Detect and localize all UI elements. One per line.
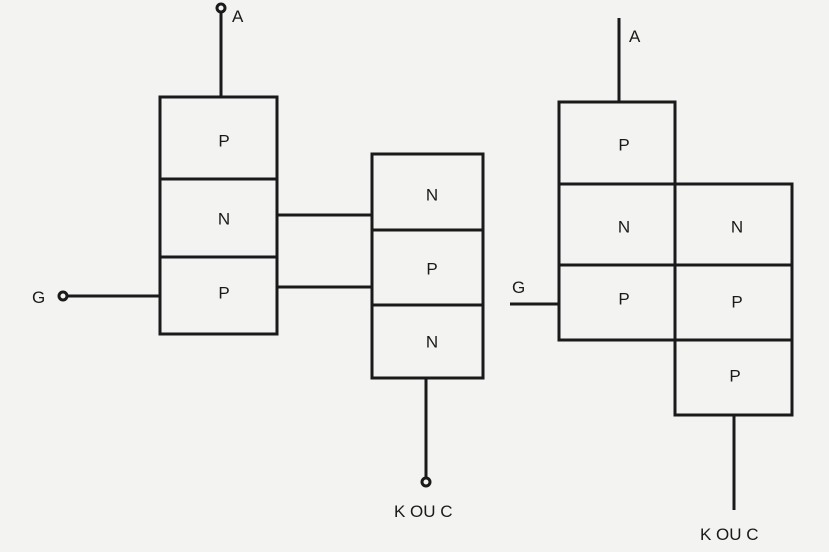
- right-anode-label: A: [629, 27, 641, 46]
- right-column: N P P: [673, 182, 794, 417]
- t1-layer-1-label: P: [218, 131, 229, 150]
- t2-layer-2-label: P: [426, 259, 437, 278]
- left-column-bottom: [557, 263, 677, 342]
- left-cathode-label: K OU C: [394, 502, 453, 521]
- right-column-layer-1-label: N: [731, 217, 743, 236]
- left-column-layer-2-label: N: [618, 217, 630, 236]
- t1-layer-3-label: P: [218, 283, 229, 302]
- t2-layer-1-label: N: [426, 185, 438, 204]
- two-transistor-equivalent: A P N P G N P N K OU C: [32, 2, 485, 521]
- left-column-layer-3-label: P: [618, 289, 629, 308]
- left-anode-label: A: [232, 7, 244, 26]
- right-column-layer-2-label: P: [731, 292, 742, 311]
- left-cathode-terminal: [420, 476, 432, 488]
- t1-layer-2-label: N: [218, 209, 230, 228]
- left-column: P N P: [557, 100, 677, 342]
- transistor-2-npn: N P N: [370, 152, 485, 380]
- transistor-1-pnp: P N P: [158, 95, 279, 336]
- left-gate-terminal: [57, 290, 69, 302]
- left-anode-terminal: [215, 2, 227, 14]
- left-column-top: [557, 100, 677, 186]
- left-column-layer-1-label: P: [618, 135, 629, 154]
- right-gate-label: G: [512, 278, 525, 297]
- right-column-layer-3-label: P: [729, 366, 740, 385]
- right-cathode-label: K OU C: [700, 525, 759, 544]
- four-layer-structure: A P N P N P P G K OU C: [510, 18, 794, 544]
- left-gate-label: G: [32, 288, 45, 307]
- t2-layer-3-label: N: [426, 332, 438, 351]
